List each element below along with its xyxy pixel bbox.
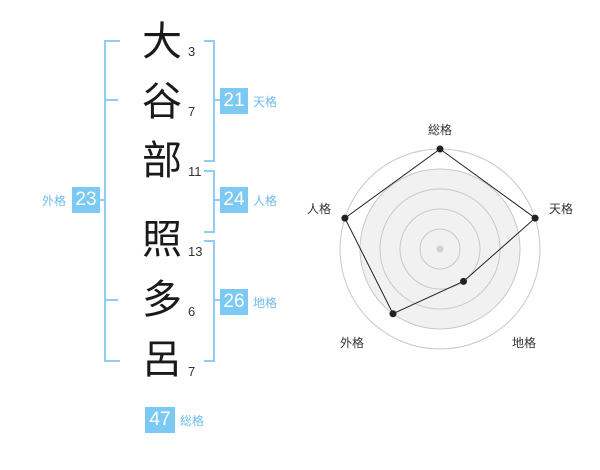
name-char-3: 部 (142, 138, 182, 184)
jinkaku-bracket (204, 170, 215, 233)
radar-axis-label-3: 地格 (512, 335, 536, 350)
tenkaku-value-badge: 21 (220, 88, 248, 114)
radar-point-1 (436, 145, 444, 153)
gaikaku-bracket-tick (98, 199, 104, 201)
jinkaku-bracket-tick (213, 199, 220, 201)
radar-axis-label-2: 天格 (549, 201, 573, 216)
radar-center-dot (436, 245, 444, 253)
tenkaku-bracket (204, 40, 215, 162)
chikaku-bracket (204, 240, 215, 362)
name-char-4: 照 (142, 217, 182, 263)
radar-point-3 (460, 277, 468, 285)
radar-axis-label-4: 外格 (340, 335, 364, 350)
radar-axis-label-1: 総格 (428, 122, 452, 137)
radar-polygon (344, 148, 536, 315)
gaikaku-value-badge: 23 (72, 187, 100, 213)
name-char-5: 多 (142, 277, 182, 323)
gaikaku-label: 外格 (42, 194, 67, 208)
tenkaku-bracket-tick (213, 99, 220, 101)
gaikaku-bracket-mid-tick-1 (104, 99, 118, 101)
stroke-count-6: 7 (188, 364, 196, 379)
soukaku-value-badge: 47 (145, 407, 175, 433)
radar-point-2 (531, 214, 539, 222)
radar-axis-label-5: 人格 (307, 201, 331, 216)
stroke-count-5: 6 (188, 304, 196, 319)
chikaku-value-badge: 26 (220, 289, 248, 315)
stroke-count-1: 3 (188, 44, 196, 59)
stroke-count-4: 13 (188, 244, 203, 259)
soukaku-label: 総格 (180, 414, 205, 428)
tenkaku-label: 天格 (253, 95, 278, 109)
chikaku-label: 地格 (253, 296, 278, 310)
stroke-count-3: 11 (188, 164, 202, 179)
radar-point-4 (389, 310, 397, 318)
name-char-1: 大 (142, 19, 182, 65)
gaikaku-bracket (104, 40, 120, 362)
jinkaku-value-badge: 24 (220, 187, 248, 213)
stroke-count-2: 7 (188, 104, 196, 119)
name-char-2: 谷 (142, 79, 182, 125)
radar-point-5 (341, 214, 349, 222)
gaikaku-bracket-mid-tick-2 (104, 299, 118, 301)
name-char-6: 呂 (142, 337, 182, 383)
jinkaku-label: 人格 (253, 194, 278, 208)
chikaku-bracket-tick (213, 299, 220, 301)
